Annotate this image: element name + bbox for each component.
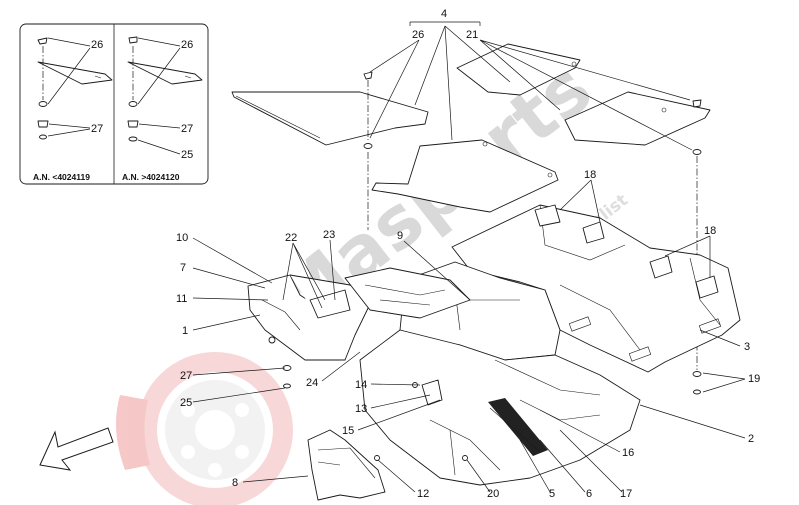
inset-right-callout-26: 26 xyxy=(181,39,193,51)
inset-left-callout-27: 27 xyxy=(91,123,103,135)
callout-18-left: 18 xyxy=(584,169,596,181)
callout-16: 16 xyxy=(622,447,634,459)
callout-25: 25 xyxy=(180,397,192,409)
bracket-part-8 xyxy=(307,429,386,501)
callout-4: 4 xyxy=(441,8,447,20)
callout-1: 1 xyxy=(182,325,188,337)
callout-15: 15 xyxy=(342,425,354,437)
heel-pad xyxy=(488,398,548,456)
callout-10: 10 xyxy=(176,232,188,244)
brake-disc-logo xyxy=(116,352,293,505)
mat-passenger-rear xyxy=(564,91,711,146)
callout-23: 23 xyxy=(323,229,335,241)
callout-14: 14 xyxy=(355,379,367,391)
callout-22: 22 xyxy=(285,232,297,244)
front-direction-arrow xyxy=(39,427,114,471)
callout-17: 17 xyxy=(620,488,632,500)
callout-9: 9 xyxy=(397,230,403,242)
callout-27: 27 xyxy=(180,370,192,382)
callout-2: 2 xyxy=(748,433,754,445)
inset-left-callout-26: 26 xyxy=(91,39,103,51)
leader-lines xyxy=(192,21,746,493)
inset-left: 26 27 A.N. <4024119 xyxy=(33,37,113,182)
inset-left-label: A.N. <4024119 xyxy=(33,172,90,182)
callout-3: 3 xyxy=(744,341,750,353)
callout-6: 6 xyxy=(586,488,592,500)
mat-passenger-front xyxy=(456,43,581,96)
callout-13: 13 xyxy=(355,403,367,415)
floor-carpet-assembly xyxy=(247,204,741,501)
callout-26: 26 xyxy=(412,29,424,41)
carpet-rear-section xyxy=(451,204,741,373)
callout-21: 21 xyxy=(466,29,478,41)
mat-left-rear xyxy=(231,91,429,146)
callout-7: 7 xyxy=(180,262,186,274)
mat-driver xyxy=(371,139,559,213)
callout-numbers: 4 26 21 18 18 10 22 23 9 7 11 1 3 27 24 … xyxy=(176,8,760,500)
callout-8: 8 xyxy=(232,477,238,489)
callout-18-right: 18 xyxy=(704,225,716,237)
inset-right: 26 27 25 A.N. >4024120 xyxy=(122,36,203,182)
inset-right-label: A.N. >4024120 xyxy=(122,172,180,182)
callout-11: 11 xyxy=(176,293,187,305)
callout-24: 24 xyxy=(306,377,318,389)
callout-20: 20 xyxy=(487,488,499,500)
inset-right-callout-27: 27 xyxy=(181,123,193,135)
callout-5: 5 xyxy=(549,488,555,500)
callout-19: 19 xyxy=(748,373,760,385)
floor-mats xyxy=(231,43,711,370)
callout-12: 12 xyxy=(417,488,429,500)
inset-right-callout-25: 25 xyxy=(181,149,193,161)
inset-detail: 26 27 A.N. <4024119 26 27 25 A.N. >40241… xyxy=(19,23,209,185)
